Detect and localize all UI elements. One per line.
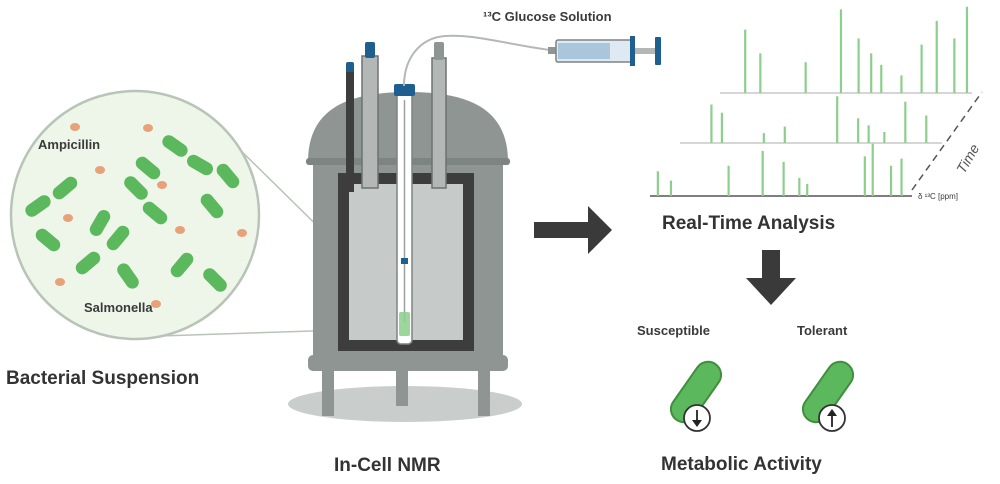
instrument-leg-left [322,368,334,416]
bacteria-layer [25,123,247,308]
sample-suspension [399,312,410,336]
ampicillin-particle [143,124,153,132]
capillary-marker [401,258,408,264]
instrument-tube-right [431,57,447,189]
susceptible-bacterium [669,360,723,432]
instrument-tube-left [361,55,379,189]
syringe-plunger-rod [635,48,655,54]
salmonella-label: Salmonella [84,300,153,315]
instrument-rod-dark [346,70,354,192]
nmr-spectra-stack [650,6,972,197]
salmonella-rod [25,195,51,217]
syringe-solution [558,43,610,59]
salmonella-rod [35,228,61,252]
syringe-plunger-head [655,37,661,65]
salmonella-rod [124,176,148,200]
salmonella-rod [187,154,213,176]
ampicillin-particle [151,300,161,308]
glucose-solution-label: ¹³C Glucose Solution [483,9,612,24]
salmonella-rod [170,252,194,278]
salmonella-rod [203,268,227,292]
ampicillin-label: Ampicillin [38,137,101,152]
salmonella-rod [162,135,188,157]
syringe-plunger-seal [630,36,635,66]
arrow-down-small-icon [692,410,702,427]
ampicillin-particle [70,123,80,131]
sample-tube-cap [394,84,415,96]
tube-cap-left [365,42,375,58]
susceptible-label: Susceptible [637,323,710,338]
ampicillin-particle [55,278,65,286]
time-axis-line [911,91,983,191]
ampicillin-particle [95,166,105,174]
syringe-tip [548,47,556,54]
salmonella-rod [200,193,224,219]
salmonella-rod [117,263,139,289]
glucose-tubing [403,34,551,87]
ampicillin-particle [175,226,185,234]
syringe [548,36,661,66]
bacterial-suspension-circle [9,89,261,341]
tube-cap-right [434,42,444,60]
metabolic-activity-title: Metabolic Activity [661,454,822,475]
tolerant-bacterium [801,360,855,432]
tolerant-label: Tolerant [797,323,848,338]
ampicillin-particle [237,229,247,237]
nmr-instrument [288,42,522,422]
bacterial-suspension-title: Bacterial Suspension [6,368,200,389]
arrow-right-icon [534,206,612,254]
salmonella-rod [89,210,111,236]
salmonella-rod [75,251,101,275]
ampicillin-particle [63,214,73,222]
salmonella-rod [106,225,130,251]
instrument-leg-right [478,368,490,416]
salmonella-rod [135,156,161,180]
ampicillin-particle [157,181,167,189]
arrow-down-icon [746,250,796,305]
salmonella-rod [52,176,78,200]
salmonella-rod [216,163,240,189]
rod-cap-blue-left [346,62,354,72]
in-cell-nmr-title: In-Cell NMR [334,455,441,476]
ppm-axis-label: δ ¹³C [ppm] [918,192,959,201]
salmonella-rod [142,201,168,225]
real-time-analysis-title: Real-Time Analysis [662,213,836,234]
instrument-leg-center [396,368,408,406]
arrow-up-icon [827,409,837,427]
